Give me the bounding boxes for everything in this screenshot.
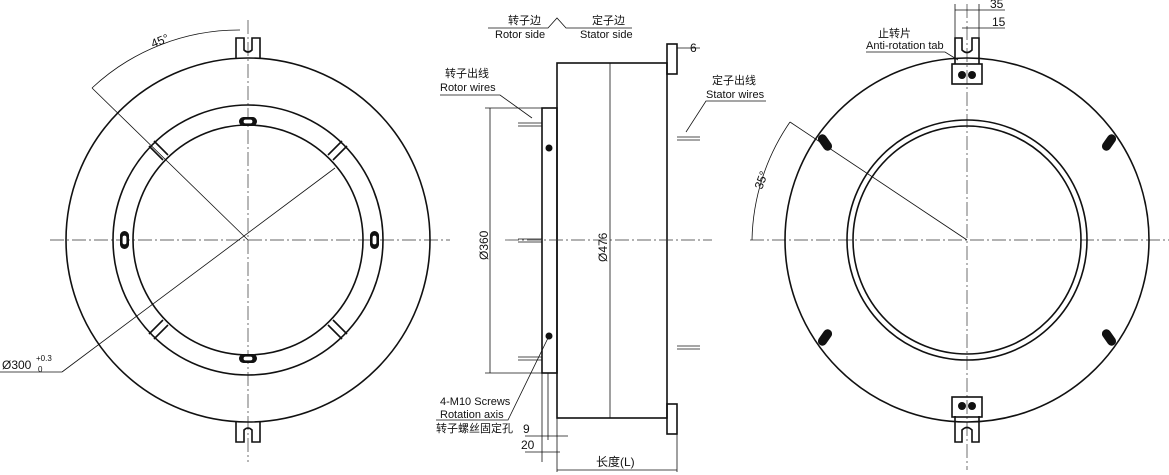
left-angle-label: 45° [149,31,171,51]
rotor-screw-top [545,144,553,152]
rotor-wires [518,122,542,361]
right-bottom-tab-hole-2 [968,402,976,410]
right-angle-label: 35° [752,169,771,191]
left-bore-label: Ø300 [2,358,32,372]
stator-body [556,62,668,419]
right-top-tab-hole-2 [968,71,976,79]
tab-leader [866,51,959,61]
left-bore-tol-lower: 0 [38,365,43,374]
right-35-ref-line [789,121,968,241]
screws-label: 4-M10 Screws [440,396,511,408]
rotor-side-cn: 转子边 [508,13,541,27]
stator-side-en: Stator side [580,29,633,41]
left-45-ref-line [91,87,249,241]
rotor-body [541,107,558,374]
right-bore-outer [846,119,1088,361]
left-slot-left-inner [121,234,128,246]
tab-en: Anti-rotation tab [866,40,944,52]
right-bottom-tab-base [951,396,983,418]
left-outer-circle [65,57,431,423]
right-bore-inner [852,125,1082,355]
right-top-tab-hole-1 [958,71,966,79]
rotation-axis-label: Rotation axis [440,409,504,421]
right-rear-view: 35° 35 15 止转片 Anti-rotation tab [750,0,1169,470]
right-35-arc [751,121,791,241]
rotor-screw-bottom [545,332,553,340]
dim-20: 20 [521,438,535,452]
right-top-tab-base [951,63,983,85]
left-rotor-ring-outer [112,104,384,376]
left-slot-bottom-inner [242,355,254,362]
rotor-wires-en: Rotor wires [440,82,496,94]
stator-wires [677,136,700,350]
rotor-wires-leader [440,94,533,119]
side-header-line [488,17,632,29]
rotor-side-en: Rotor side [495,29,545,41]
dim-flange: 6 [690,41,697,55]
dim-9: 9 [523,422,530,436]
right-bottom-tab [954,416,980,443]
right-top-tab [954,37,980,64]
left-front-view: 45° Ø300 +0.3 0 [0,20,450,462]
right-bottom-tab-hole-1 [958,402,966,410]
left-bottom-tab [235,422,261,443]
right-slots [817,134,1117,346]
stator-side-cn: 定子边 [592,13,625,27]
rotor-wires-cn: 转子出线 [445,66,489,80]
left-bore-tol-upper: +0.3 [36,354,52,363]
screws-cn: 转子螺丝固定孔 [436,421,513,435]
dim-35: 35 [990,0,1004,11]
stator-flange-bottom [666,403,678,435]
length-label: 长度(L) [596,454,635,469]
right-outer-circle [784,57,1150,423]
dim-outer-diameter: Ø476 [596,232,610,262]
screws-leader [436,337,549,421]
left-slot-right-inner [371,234,378,246]
stator-wires-cn: 定子出线 [712,73,756,87]
tab-cn: 止转片 [878,26,911,40]
dim-15: 15 [992,15,1006,29]
stator-flange-top [666,43,678,75]
side-view: 转子边 Rotor side 定子边 Stator side [436,13,766,472]
left-slot-top-inner [242,118,254,125]
left-45-arc [91,29,241,89]
dim-inner-diameter: Ø360 [477,230,491,260]
stator-wires-leader [685,100,766,133]
stator-wires-en: Stator wires [706,89,765,101]
left-bore-leader [61,167,336,373]
left-diagonal-marks [148,140,348,340]
left-top-tab [235,37,261,58]
